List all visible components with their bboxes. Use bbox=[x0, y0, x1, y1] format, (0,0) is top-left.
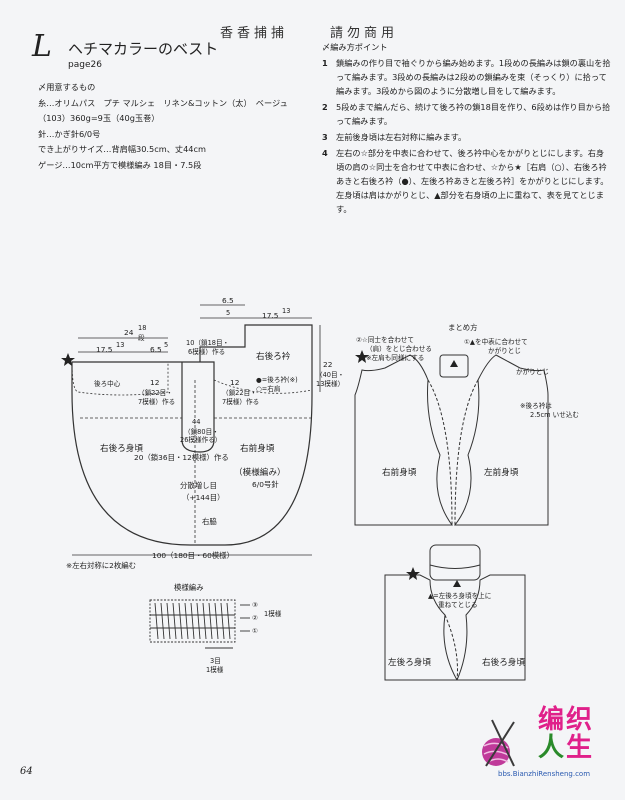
symmetry-note: ※左右対称に2枚編む bbox=[66, 561, 137, 570]
note-2: ①▲を中表に合わせて bbox=[464, 338, 528, 346]
materials-line: ゲージ…10cm平方で模様編み 18目・7.5段 bbox=[38, 159, 202, 170]
label-10b: 6模様）作る bbox=[188, 348, 226, 356]
dim-12a: 12 bbox=[150, 378, 160, 387]
page-number: 64 bbox=[20, 766, 33, 777]
dim-12b2: （鎖22目・ bbox=[222, 389, 257, 397]
yarn-ball-icon bbox=[482, 719, 515, 767]
note-collar: ●=後ろ衿(※) bbox=[256, 376, 298, 384]
points-heading: 〆編み方ポイント bbox=[322, 42, 388, 52]
right-back-body-label: 右後ろ身頃 bbox=[100, 444, 143, 454]
dim-12a2: （鎖22目・ bbox=[138, 389, 173, 397]
row-2: ② bbox=[252, 614, 258, 622]
dim-12b3: 7模様）作る bbox=[222, 398, 260, 406]
assembly-diagram-front bbox=[354, 354, 549, 526]
stitch-chart bbox=[149, 599, 250, 649]
front-right-label: 右前身頃 bbox=[382, 468, 417, 478]
site-url: bbs.BianzhiRensheng.com bbox=[498, 770, 591, 778]
site-logo: 编织 人生 bbox=[538, 705, 595, 763]
dim-12a3: 7模様）作る bbox=[138, 398, 176, 406]
dim-13: 13 bbox=[116, 341, 125, 349]
note-1b: （肩）をとじ合わせる bbox=[366, 345, 432, 353]
markers bbox=[61, 350, 461, 587]
dim-dan: 段 bbox=[138, 334, 145, 342]
assembly-title: まとめ方 bbox=[448, 323, 478, 332]
right-back-collar-label: 右後ろ衿 bbox=[256, 352, 291, 362]
dim-top-65: 6.5 bbox=[222, 296, 234, 305]
watermark-stamp-left: 香香捕捕 bbox=[220, 26, 289, 41]
note-5b: 重ねてとじる bbox=[438, 601, 478, 609]
materials-heading: 〆用意するもの bbox=[38, 82, 96, 92]
stitch-chart-title: 模様編み bbox=[174, 583, 204, 592]
distrib-label: 分散増し目 bbox=[180, 481, 217, 490]
dim-13b: 13 bbox=[282, 307, 291, 315]
label-10: 10（鎖18目・ bbox=[186, 339, 230, 347]
right-front-body-label: 右前身頃 bbox=[240, 444, 275, 454]
materials-line: 糸…オリムパス プチ マルシェ リネン&コットン（太） ベージュ bbox=[38, 97, 288, 108]
dim-18: 18 bbox=[138, 324, 147, 332]
materials-line: 針…かぎ針6/0号 bbox=[38, 128, 101, 139]
dim-22: 22 bbox=[323, 360, 333, 369]
repeat-label: 1模様 bbox=[264, 610, 282, 618]
note-5: ▲=左後ろ身頃を上に bbox=[428, 592, 492, 600]
row-3: ③ bbox=[252, 601, 258, 609]
materials-line: （103）360g=9玉（40g玉巻） bbox=[38, 113, 160, 123]
front-left-label: 左前身頃 bbox=[484, 468, 519, 478]
note-4b: 2.5cm いせ込む bbox=[530, 411, 580, 419]
pattern-label: （模様編み） bbox=[234, 468, 286, 478]
dim-24: 24 bbox=[124, 328, 134, 337]
label-20: 20（鎖36目・12模様）作る bbox=[134, 453, 229, 462]
dim-175b: 17.5 bbox=[262, 311, 279, 320]
note-3: かがりとじ bbox=[516, 368, 549, 376]
dim-22b: （40目・ bbox=[316, 371, 345, 379]
hook-label: 6/0号針 bbox=[252, 480, 279, 489]
row-1: ① bbox=[252, 627, 258, 635]
materials-section: 〆用意するもの 糸…オリムパス プチ マルシェ リネン&コットン（太） ベージュ… bbox=[38, 80, 318, 173]
note-1: ②☆同士を合わせて bbox=[356, 336, 414, 344]
watermark-stamp-right: 請勿商用 bbox=[330, 26, 399, 41]
side-label: 右脇 bbox=[202, 517, 217, 526]
back-left-label: 左後ろ身頃 bbox=[388, 658, 431, 668]
dim-175: 17.5 bbox=[96, 345, 113, 354]
note-1c: ※左肩も同様にする bbox=[366, 354, 425, 362]
dim-22c: 13模様） bbox=[316, 380, 345, 388]
dim-5: 5 bbox=[164, 341, 169, 349]
note-4: ※後ろ衿は bbox=[520, 402, 552, 410]
dim-top-5: 5 bbox=[226, 309, 231, 317]
dim-44c: 26模様作る） bbox=[180, 436, 222, 444]
pattern-title: ヘチマカラーのベスト bbox=[68, 40, 219, 58]
note-2b: かがりとじ bbox=[488, 347, 521, 355]
pattern-letter: L bbox=[32, 29, 52, 64]
dim-65: 6.5 bbox=[150, 345, 162, 354]
back-right-label: 右後ろ身頃 bbox=[482, 658, 525, 668]
dim-44: 44 bbox=[192, 418, 201, 426]
materials-line: でき上がりサイズ…背肩幅30.5cm、丈44cm bbox=[38, 144, 206, 154]
vest-panel-outline bbox=[71, 324, 313, 546]
bottom-a: 3目 bbox=[210, 657, 221, 665]
assembly-diagram-back bbox=[384, 544, 526, 681]
dim-44b: （鎖80目・ bbox=[184, 428, 219, 436]
distrib2-label: （+144目） bbox=[182, 493, 225, 502]
note-shoulder: ○=右肩 bbox=[256, 385, 281, 393]
dim-100: 100（180目・60模様） bbox=[152, 551, 234, 560]
bottom-b: 1模様 bbox=[206, 666, 224, 674]
page-reference: page26 bbox=[68, 60, 102, 70]
dim-12b: 12 bbox=[230, 378, 240, 387]
back-center-label: 後ろ中心 bbox=[94, 380, 121, 388]
